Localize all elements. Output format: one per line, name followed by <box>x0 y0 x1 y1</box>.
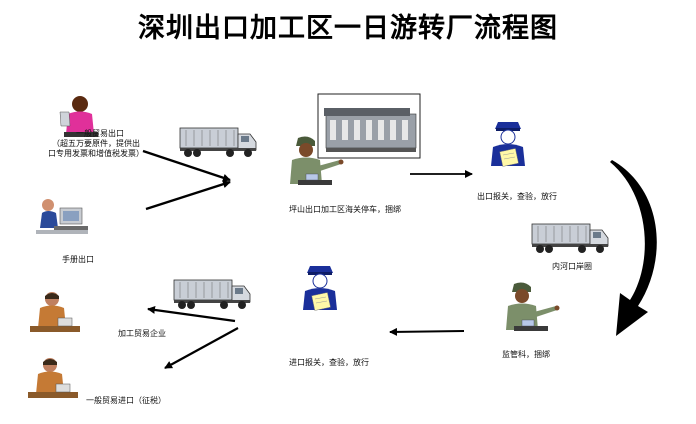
general-import-label: 一般贸易进口（征税） <box>86 396 166 405</box>
manual-export-label: 手册出口 <box>62 255 94 264</box>
computer-user-icon <box>35 198 89 235</box>
arrow-to-processing <box>147 305 236 323</box>
export-declare-label: 出口报关，查验，放行 <box>477 192 557 201</box>
processing-worker-icon <box>29 291 81 333</box>
supervision-label: 监管科，捆绑 <box>502 350 550 359</box>
processing-trade-label: 加工贸易企业 <box>118 329 166 338</box>
page-title: 深圳出口加工区一日游转厂流程图 <box>138 13 558 44</box>
arrow-to-import-declare <box>389 327 465 336</box>
truck-icon-bottom <box>173 279 251 310</box>
arrow-to-general-import <box>164 327 239 369</box>
general-export-label-3: 口专用发票和增值税发票） <box>48 149 144 158</box>
inland-transit-label: 内河口岸圈 <box>552 262 592 271</box>
pingshan-customs-label: 坪山出口加工区海关停车，捆绑 <box>289 205 401 214</box>
import-customs-officer-icon <box>302 265 338 311</box>
export-customs-officer-icon <box>490 121 526 167</box>
truck-icon-top <box>179 127 257 158</box>
factory-building-icon <box>317 93 421 159</box>
import-worker-icon <box>27 357 79 399</box>
supervision-officer-icon <box>505 282 560 332</box>
import-declare-label: 进口报关，查验，放行 <box>289 358 369 367</box>
curved-return-arrow <box>610 160 657 336</box>
arrow-general-export <box>142 149 231 182</box>
truck-icon-right <box>531 223 609 254</box>
arrow-manual-export <box>145 180 231 211</box>
general-export-label-1: 一般贸易出口 <box>76 129 124 138</box>
general-export-label-2: （超五万要原件，提供出 <box>52 139 140 148</box>
